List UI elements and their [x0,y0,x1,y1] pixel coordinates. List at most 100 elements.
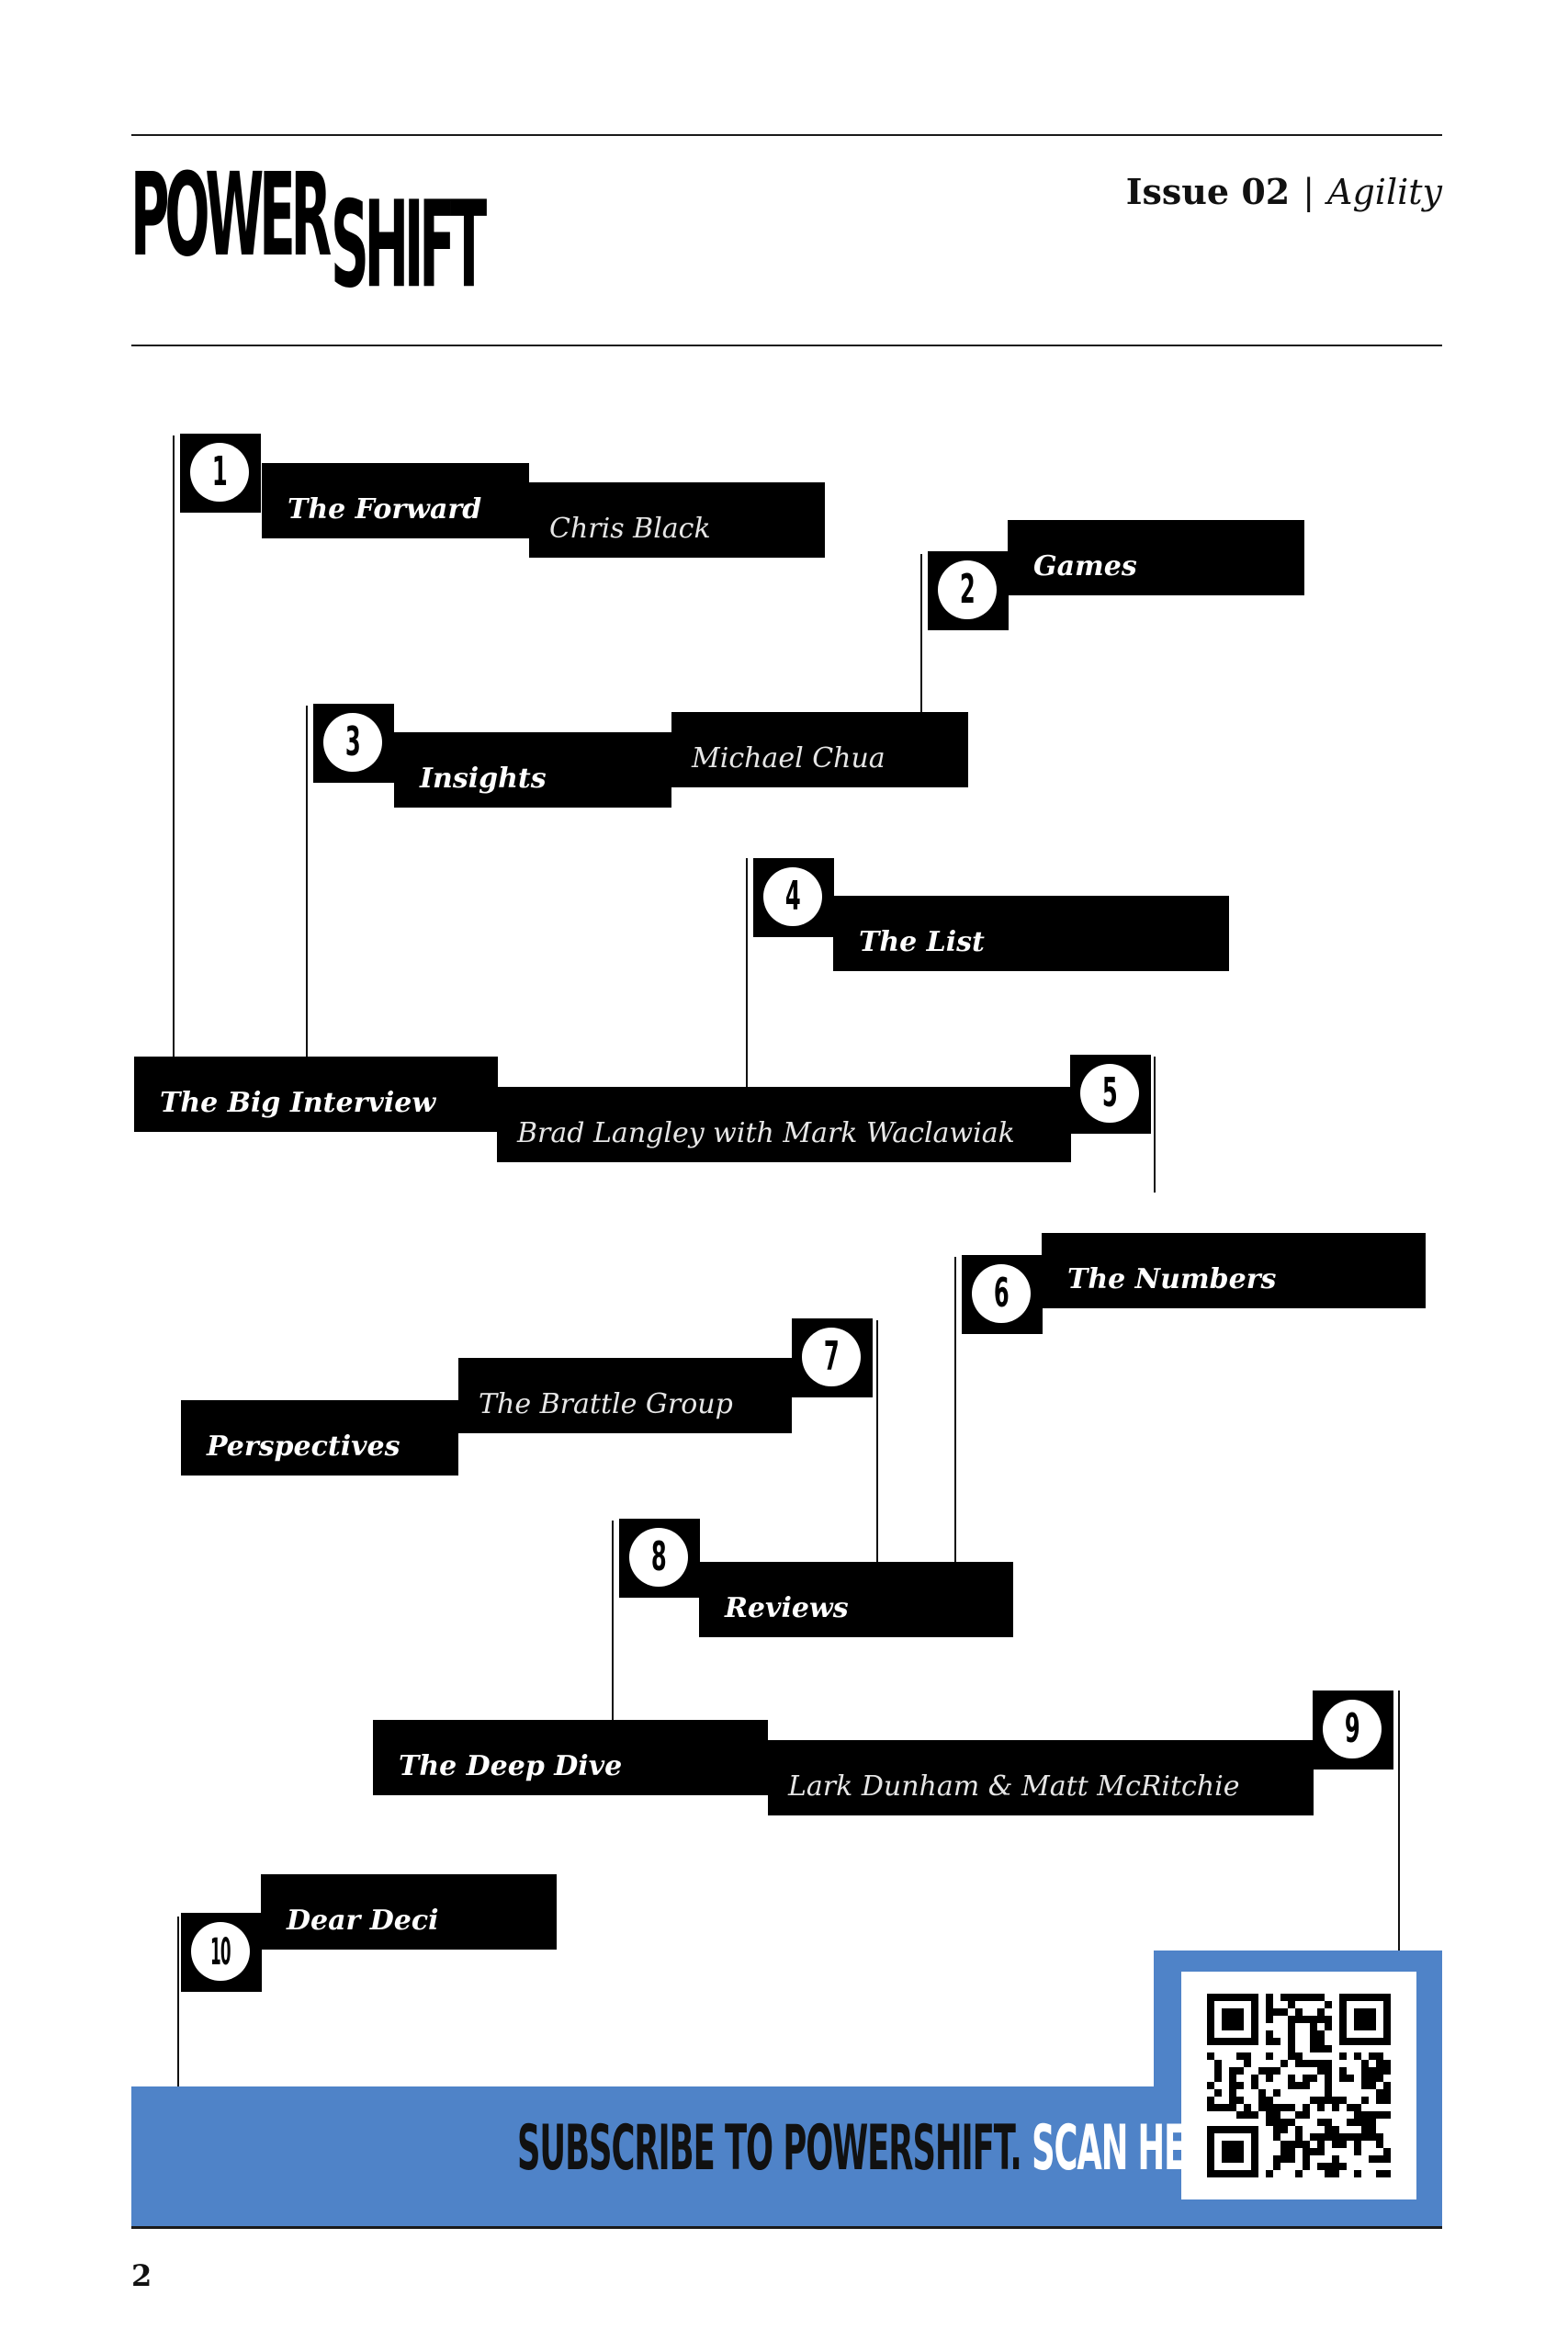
toc-title-7[interactable]: Perspectives [181,1400,458,1476]
connector-line-7 [876,1320,878,1562]
qr-module [1266,2067,1273,2075]
qr-module [1361,2133,1369,2141]
qr-module [1369,2133,1376,2141]
qr-module [1295,2008,1303,2016]
qr-module [1383,2097,1391,2104]
qr-module [1339,2052,1347,2060]
logo-word-shift: SHIFT [331,175,487,315]
qr-module [1354,2111,1361,2119]
qr-module [1295,2052,1303,2060]
powershift-logo: POWER SHIFT [130,157,498,315]
qr-module [1317,2030,1325,2038]
qr-module [1361,2119,1369,2126]
qr-module [1266,2052,1273,2060]
toc-title-6[interactable]: The Numbers [1042,1233,1426,1308]
qr-module [1376,2060,1383,2067]
qr-module [1288,2023,1295,2030]
toc-title-2[interactable]: Games [1008,520,1304,595]
qr-module [1376,2067,1383,2075]
qr-module [1332,2163,1339,2170]
page-number: 2 [131,2258,152,2293]
qr-module [1258,2097,1266,2104]
toc-title-5[interactable]: The Big Interview [134,1057,498,1132]
qr-module [1273,2163,1280,2170]
qr-module [1317,2097,1325,2104]
qr-module [1376,2111,1383,2119]
toc-number-badge-9: 9 [1313,1690,1393,1770]
qr-module [1229,2067,1236,2075]
qr-module [1361,2111,1369,2119]
qr-module [1273,2104,1280,2111]
qr-code-icon[interactable] [1181,1972,1416,2199]
cta-text-subscribe: SUBSCRIBE TO POWERSHIFT. [517,2112,1022,2185]
footer-rule [131,2226,1442,2229]
qr-module [1325,2163,1332,2170]
toc-author-5: Brad Langley with Mark Waclawiak [497,1087,1071,1162]
subscribe-cta[interactable]: SUBSCRIBE TO POWERSHIFT. SCAN HERE. [517,2118,1243,2180]
qr-module [1310,2148,1317,2155]
qr-module [1244,2104,1251,2111]
qr-module [1383,2089,1391,2097]
qr-module [1266,1994,1273,2001]
issue-label: Issue 02 [1125,171,1291,212]
qr-module [1273,2038,1280,2045]
toc-title-9[interactable]: The Deep Dive [373,1720,768,1795]
qr-module [1376,2155,1383,2163]
qr-module [1361,2060,1369,2067]
qr-module [1288,2052,1295,2060]
qr-module [1317,2163,1325,2170]
toc-number-badge-2: 2 [928,551,1009,630]
qr-module [1383,2170,1391,2177]
qr-module [1303,2060,1310,2067]
qr-module [1288,2104,1295,2111]
qr-module [1317,2141,1325,2148]
qr-module [1251,2075,1258,2082]
qr-module [1369,2075,1376,2082]
header-bottom-rule [131,345,1442,346]
qr-module [1354,2141,1361,2148]
qr-module [1303,1994,1310,2001]
toc-title-8[interactable]: Reviews [699,1562,1013,1637]
qr-module [1280,2008,1288,2016]
connector-line-1 [173,435,175,1060]
qr-module [1332,2141,1339,2148]
qr-module [1369,2119,1376,2126]
qr-module [1361,2097,1369,2104]
toc-title-3[interactable]: Insights [394,732,671,808]
qr-module [1383,2155,1391,2163]
qr-module [1288,1994,1295,2001]
qr-module [1303,2082,1310,2089]
qr-module [1229,2097,1236,2104]
toc-title-4[interactable]: The List [833,896,1229,971]
qr-module [1347,2133,1354,2141]
qr-module [1339,2067,1347,2075]
qr-module [1273,2133,1280,2141]
qr-module [1207,2082,1214,2089]
qr-module [1339,2141,1347,2148]
qr-module [1317,2008,1325,2016]
qr-module [1266,2119,1273,2126]
qr-module [1332,2104,1339,2111]
qr-code-graphic [1207,1994,1391,2177]
issue-separator: | [1303,172,1315,212]
toc-number-badge-4: 4 [753,858,834,937]
qr-module [1325,2097,1332,2104]
qr-module [1273,2126,1280,2133]
qr-module [1303,2016,1310,2023]
qr-module [1236,2111,1244,2119]
issue-theme: Agility [1327,172,1442,212]
qr-module [1325,2045,1332,2052]
connector-line-2 [920,554,922,712]
qr-module [1229,2075,1236,2082]
toc-title-1[interactable]: The Forward [262,463,529,538]
qr-module [1354,2170,1361,2177]
qr-module [1222,2141,1244,2163]
toc-title-10[interactable]: Dear Deci [261,1874,557,1950]
connector-line-3 [306,706,308,1060]
qr-module [1251,2082,1258,2089]
qr-module [1295,2060,1303,2067]
qr-module [1229,2089,1236,2097]
qr-module [1280,2126,1288,2133]
qr-module [1266,2170,1273,2177]
qr-module [1310,2016,1317,2023]
